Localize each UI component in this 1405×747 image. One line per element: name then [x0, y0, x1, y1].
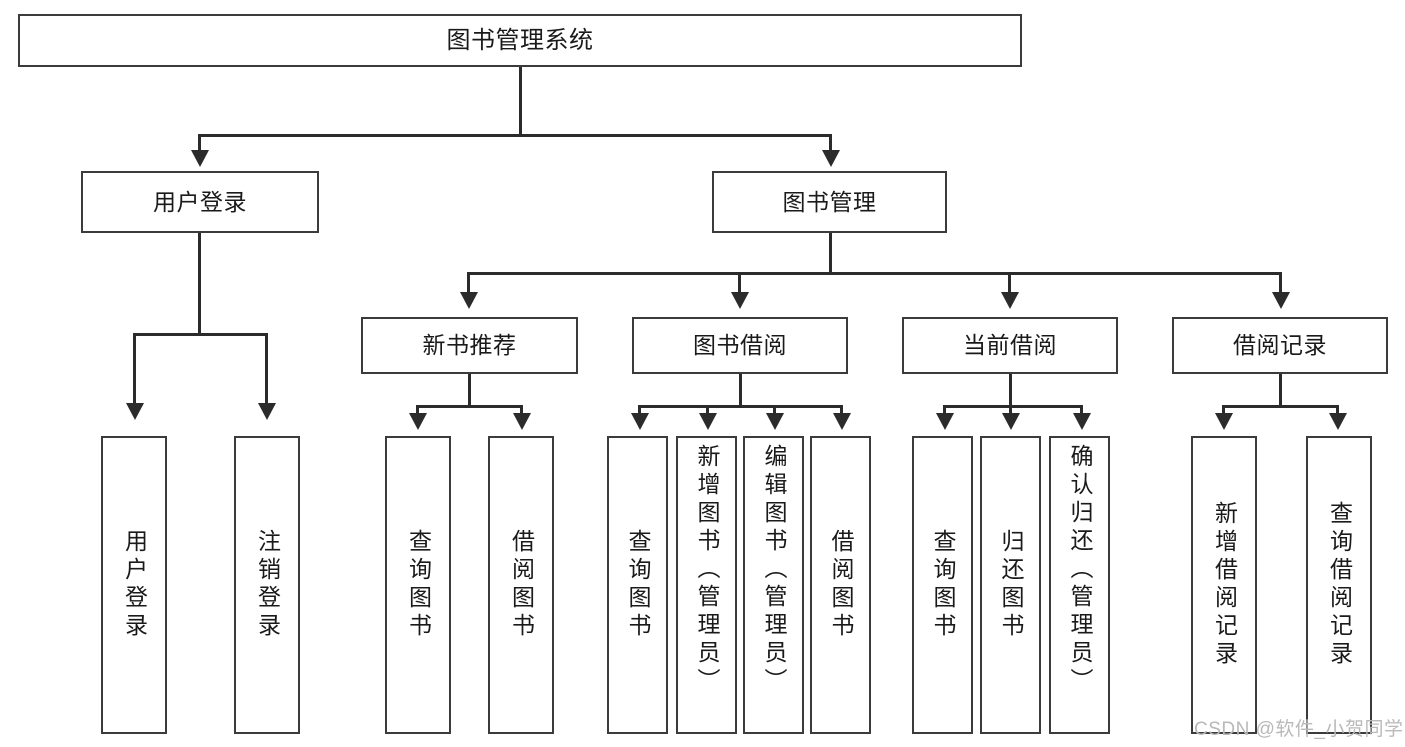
node-label: 确认归还（管理员）	[1067, 444, 1093, 696]
node-label: 用户登录	[121, 529, 148, 641]
node-root-library-system[interactable]: 图书管理系统	[18, 14, 1022, 67]
connector-borrow-record-stem	[1279, 374, 1282, 407]
arrowhead-leaf-query-book-1	[409, 413, 427, 430]
arrowhead-leaf-borrow-book-1	[513, 413, 531, 430]
arrowhead-current-borrow	[1001, 292, 1019, 309]
leaf-borrow-book[interactable]: 借阅图书	[810, 436, 871, 734]
arrowhead-leaf-logout	[258, 403, 276, 420]
connector-borrow-record-drop-1	[1222, 405, 1225, 415]
leaf-add-book-admin[interactable]: 新增图书（管理员）	[676, 436, 737, 734]
connector-root-to-book-mgmt	[829, 134, 832, 152]
node-label: 注销登录	[254, 529, 281, 641]
connector-current-borrow-stem	[1009, 374, 1012, 407]
connector-book-borrow-drop-4	[840, 405, 843, 415]
connector-user-login-drop-2	[265, 333, 268, 405]
leaf-return-book[interactable]: 归还图书	[980, 436, 1041, 734]
leaf-confirm-return-admin[interactable]: 确认归还（管理员）	[1049, 436, 1110, 734]
connector-book-borrow-bus	[638, 405, 843, 408]
arrowhead-book-borrow	[731, 292, 749, 309]
node-current-borrow[interactable]: 当前借阅	[902, 317, 1118, 374]
leaf-logout[interactable]: 注销登录	[234, 436, 300, 734]
node-book-borrow[interactable]: 图书借阅	[632, 317, 848, 374]
leaf-query-book-current[interactable]: 查询图书	[912, 436, 973, 734]
node-label: 借阅记录	[1233, 332, 1327, 359]
connector-book-mgmt-stem	[829, 233, 832, 275]
leaf-query-book-borrow[interactable]: 查询图书	[607, 436, 668, 734]
arrowhead-leaf-query-book-3	[936, 413, 954, 430]
arrowhead-leaf-query-record	[1329, 413, 1347, 430]
node-book-management[interactable]: 图书管理	[712, 171, 947, 233]
node-label: 新书推荐	[422, 332, 517, 359]
connector-root-bus	[198, 134, 832, 137]
node-label: 查询图书	[625, 529, 651, 641]
connector-current-borrow-drop-3	[1080, 405, 1083, 415]
connector-new-book-stem	[468, 374, 471, 407]
connector-new-book-drop-1	[416, 405, 419, 415]
node-label: 用户登录	[153, 188, 247, 215]
node-label: 查询图书	[405, 529, 432, 641]
arrowhead-user-login	[191, 150, 209, 167]
arrowhead-leaf-query-book-2	[631, 413, 649, 430]
connector-user-login-bus	[133, 333, 268, 336]
connector-root-to-user-login	[198, 134, 201, 152]
node-label: 借阅图书	[508, 529, 535, 641]
connector-to-current-borrow	[1008, 272, 1011, 294]
connector-current-borrow-drop-2	[1009, 405, 1012, 415]
leaf-borrow-book-recommend[interactable]: 借阅图书	[488, 436, 554, 734]
connector-to-borrow-record	[1279, 272, 1282, 294]
node-label: 图书借阅	[693, 332, 787, 359]
node-user-login[interactable]: 用户登录	[81, 171, 319, 233]
node-label: 查询借阅记录	[1326, 501, 1353, 669]
node-label: 新增借阅记录	[1211, 501, 1238, 669]
connector-current-borrow-drop-1	[943, 405, 946, 415]
arrowhead-leaf-borrow-book-2	[833, 413, 851, 430]
leaf-query-book-recommend[interactable]: 查询图书	[385, 436, 451, 734]
arrowhead-leaf-user-login	[126, 403, 144, 420]
node-label: 新增图书（管理员）	[694, 444, 720, 696]
arrowhead-new-book-recommend	[460, 292, 478, 309]
node-label: 编辑图书（管理员）	[761, 444, 787, 696]
connector-user-login-stem	[198, 233, 201, 336]
connector-borrow-record-bus	[1222, 405, 1339, 408]
arrowhead-leaf-add-book	[699, 413, 717, 430]
leaf-query-borrow-record[interactable]: 查询借阅记录	[1306, 436, 1372, 734]
node-label: 查询图书	[930, 529, 956, 641]
connector-user-login-drop-1	[133, 333, 136, 405]
connector-new-book-drop-2	[520, 405, 523, 415]
node-borrow-record[interactable]: 借阅记录	[1172, 317, 1388, 374]
connector-to-book-borrow	[738, 272, 741, 294]
arrowhead-book-mgmt	[822, 150, 840, 167]
node-label: 图书管理	[782, 188, 877, 215]
arrowhead-leaf-add-record	[1215, 413, 1233, 430]
arrowhead-leaf-confirm-return	[1073, 413, 1091, 430]
connector-book-borrow-drop-1	[638, 405, 641, 415]
connector-book-mgmt-bus	[467, 272, 1282, 275]
node-label: 当前借阅	[963, 332, 1057, 359]
connector-root-stem	[519, 67, 522, 134]
connector-new-book-bus	[416, 405, 523, 408]
node-label: 借阅图书	[828, 529, 854, 641]
connector-borrow-record-drop-2	[1336, 405, 1339, 415]
connector-current-borrow-bus	[943, 405, 1083, 408]
connector-book-borrow-drop-3	[773, 405, 776, 415]
node-label: 归还图书	[998, 529, 1024, 641]
connector-book-borrow-stem	[739, 374, 742, 407]
arrowhead-borrow-record	[1272, 292, 1290, 309]
arrowhead-leaf-edit-book	[766, 413, 784, 430]
node-new-book-recommend[interactable]: 新书推荐	[361, 317, 578, 374]
node-label: 图书管理系统	[446, 26, 594, 54]
connector-to-new-book	[467, 272, 470, 294]
connector-book-borrow-drop-2	[706, 405, 709, 415]
leaf-user-login[interactable]: 用户登录	[101, 436, 167, 734]
leaf-add-borrow-record[interactable]: 新增借阅记录	[1191, 436, 1257, 734]
arrowhead-leaf-return-book	[1002, 413, 1020, 430]
leaf-edit-book-admin[interactable]: 编辑图书（管理员）	[743, 436, 804, 734]
